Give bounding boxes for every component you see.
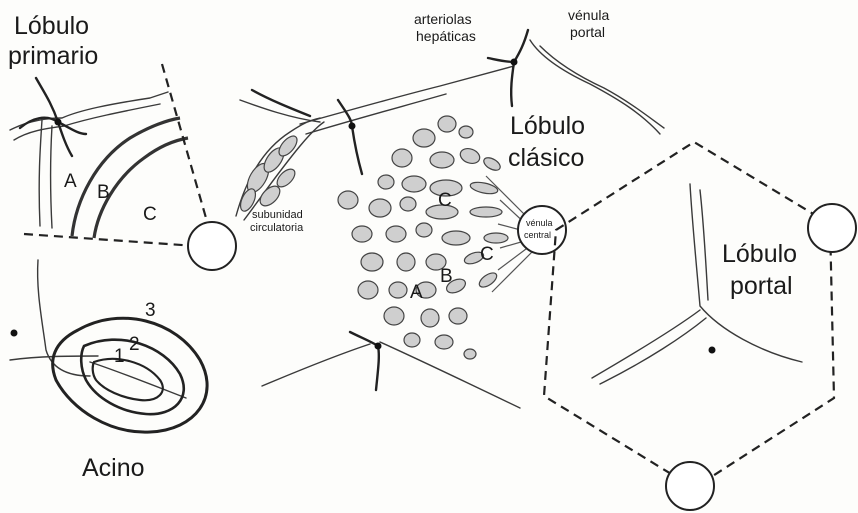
hepatocyte	[361, 253, 383, 271]
portal-lobule-dot	[709, 347, 716, 354]
hepatocyte	[438, 116, 456, 132]
circulatory-subunit-label-line1: subunidad	[252, 209, 303, 221]
primary-lobule-vessel-top	[10, 92, 168, 130]
hepatocyte	[378, 175, 394, 189]
central-venule-label-line1: vénula	[526, 218, 553, 228]
portal-tract-dot	[55, 119, 62, 126]
portal-lobule-vessel-left	[592, 310, 700, 378]
hexagon-vertex-circle-bottom	[666, 462, 714, 510]
portal-lobule: Lóbulo portal	[544, 142, 856, 510]
classic-portal-vessel-bottom	[262, 344, 370, 386]
hepatocyte	[484, 233, 508, 243]
hepatocyte	[430, 152, 454, 168]
primary-lobule-vessel-vert1	[39, 120, 42, 226]
hepatocyte	[482, 155, 503, 173]
classic-portal-vessel-top	[300, 66, 514, 124]
primary-lobule: Lóbulo primario A B C	[8, 12, 236, 270]
hepatocyte	[413, 129, 435, 147]
classic-portal-vessel-top2	[306, 94, 446, 134]
central-venule-circle-left	[188, 222, 236, 270]
hepatocyte	[435, 335, 453, 349]
classic-lobule-title-line2: clásico	[508, 144, 584, 172]
hepatocyte	[384, 307, 404, 325]
classic-arteriole-bottom	[350, 332, 379, 390]
classic-lobule: C C B A vénula central Lóbulo clásico	[262, 66, 585, 408]
hepatocyte-plates	[338, 116, 532, 359]
acinus-dot	[11, 330, 18, 337]
hepatocyte	[338, 191, 358, 209]
hepatocyte	[459, 126, 473, 138]
portal-venule-label-line2: portal	[570, 24, 605, 40]
classic-zone-c-label: C	[438, 190, 452, 211]
hepatocyte	[442, 231, 470, 245]
classic-lobule-title-line1: Lóbulo	[510, 112, 585, 140]
classic-zone-a-label: A	[410, 282, 423, 303]
acinus-zone-2-label: 2	[129, 334, 140, 355]
portal-lobule-vessel-top	[700, 190, 708, 300]
classic-portal-dot-top	[349, 123, 356, 130]
circulatory-subunit-label-line2: circulatoria	[250, 222, 304, 234]
portal-lobule-title-line2: portal	[730, 272, 793, 300]
primary-lobule-dashed-border-horiz	[24, 234, 196, 246]
hepatocyte	[404, 333, 420, 347]
hepatocyte	[400, 197, 416, 211]
hepatocyte	[397, 253, 415, 271]
zone-a-label: A	[64, 171, 77, 192]
acinus-vessel-right	[90, 362, 186, 398]
classic-zone-b-label: B	[440, 266, 453, 287]
subunit-arteriole	[252, 90, 310, 116]
acinus-zone-1-outline	[93, 359, 163, 400]
zone-c-label: C	[143, 204, 157, 225]
primary-lobule-vessel-vert2	[51, 126, 53, 228]
hepatic-arteriole-left-branch	[20, 118, 86, 134]
hepatic-arteriole-top	[488, 30, 528, 62]
hepatocyte	[477, 270, 499, 290]
hepatic-arterioles-label-line2: hepáticas	[416, 28, 476, 44]
classic-zone-c-label-2: C	[480, 244, 494, 265]
central-venule-label-line2: central	[524, 230, 551, 240]
hexagon-vertex-circle-right	[808, 204, 856, 252]
portal-venule-label-line1: vénula	[568, 7, 609, 23]
hepatocyte	[421, 309, 439, 327]
hepatocyte	[392, 149, 412, 167]
hepatocyte	[369, 199, 391, 217]
acinus: 1 2 3 Acino	[10, 260, 207, 482]
hepatocyte	[352, 226, 372, 242]
hepatocyte	[470, 207, 502, 217]
hepatocyte	[402, 176, 426, 192]
zone-b-label: B	[97, 182, 110, 203]
classic-portal-dot-bottom	[375, 343, 382, 350]
primary-lobule-title-line2: primario	[8, 42, 98, 70]
portal-lobule-vessel-left2	[600, 318, 706, 384]
hepatocyte	[358, 281, 378, 299]
hepatocyte	[464, 349, 476, 359]
circulatory-subunit: subunidad circulatoria	[236, 90, 324, 234]
zone-boundary-ab	[72, 118, 180, 236]
hepatocyte	[386, 226, 406, 242]
hepatic-arterioles-label-line1: arteriolas	[414, 11, 472, 27]
hepatic-arteriole-top-down	[511, 62, 514, 106]
portal-lobule-title-line1: Lóbulo	[722, 240, 797, 268]
hepatocyte	[389, 282, 407, 298]
hepatocyte	[458, 146, 482, 166]
primary-lobule-title-line1: Lóbulo	[14, 12, 89, 40]
classic-portal-vessel-bottom-right	[380, 342, 520, 408]
portal-lobule-hexagon	[544, 142, 834, 488]
acinus-zone-3-label: 3	[145, 300, 156, 321]
primary-lobule-dashed-border-diag	[162, 64, 210, 232]
hepatocyte	[416, 223, 432, 237]
hepatocyte	[469, 180, 498, 196]
acinus-title: Acino	[82, 454, 145, 482]
portal-tract-dot-top	[511, 59, 518, 66]
classic-arteriole-top	[338, 100, 362, 174]
hepatocyte	[449, 308, 467, 324]
acinus-zone-1-label: 1	[114, 346, 125, 367]
